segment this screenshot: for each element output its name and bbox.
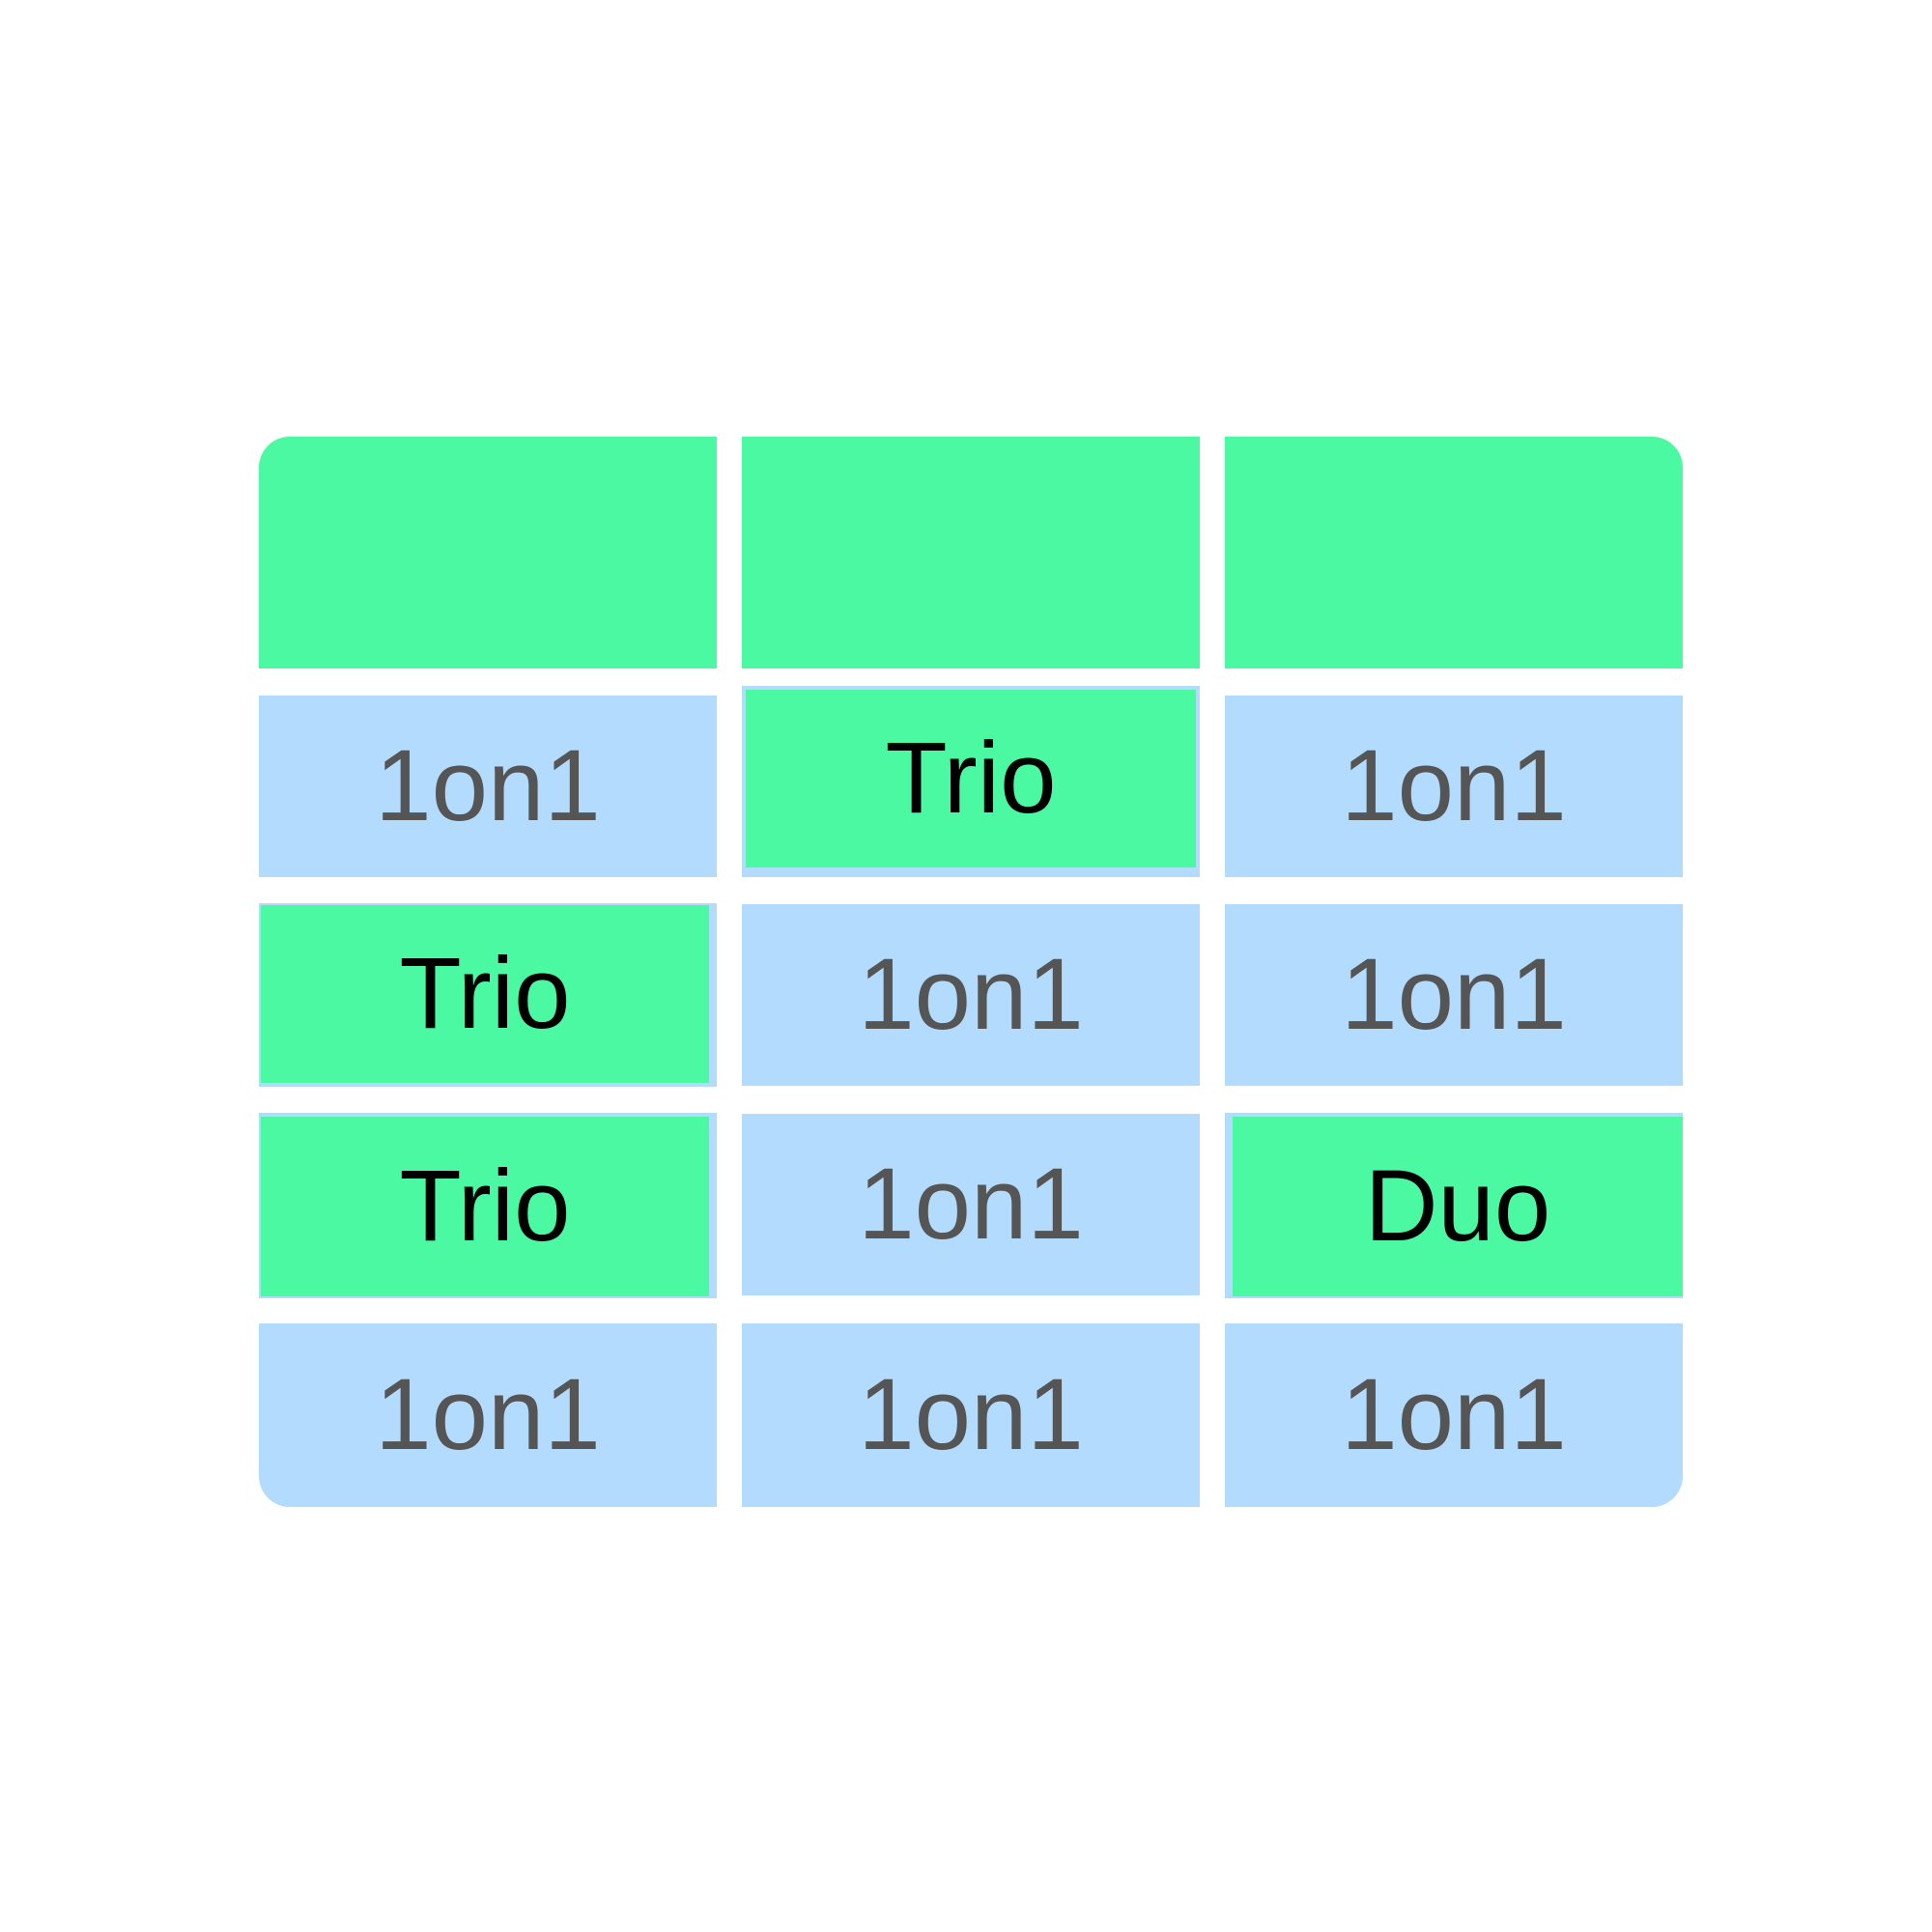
table-cell: 1on1 [742, 1114, 1200, 1295]
table-cell-highlighted: Trio [259, 903, 717, 1087]
table-cell: 1on1 [1225, 696, 1683, 877]
table-cell: 1on1 [259, 1323, 717, 1507]
table-cell: 1on1 [742, 904, 1200, 1086]
header-cell-1 [259, 437, 717, 668]
table-cell: 1on1 [1225, 904, 1683, 1086]
table-cell-highlighted: Trio [742, 686, 1200, 877]
table-cell-highlighted: Duo [1225, 1113, 1683, 1298]
table-cell: 1on1 [259, 696, 717, 877]
table-cell-highlighted: Trio [259, 1113, 717, 1298]
header-cell-2 [742, 437, 1200, 668]
table-cell: 1on1 [742, 1323, 1200, 1507]
header-cell-3 [1225, 437, 1683, 668]
table-cell: 1on1 [1225, 1323, 1683, 1507]
